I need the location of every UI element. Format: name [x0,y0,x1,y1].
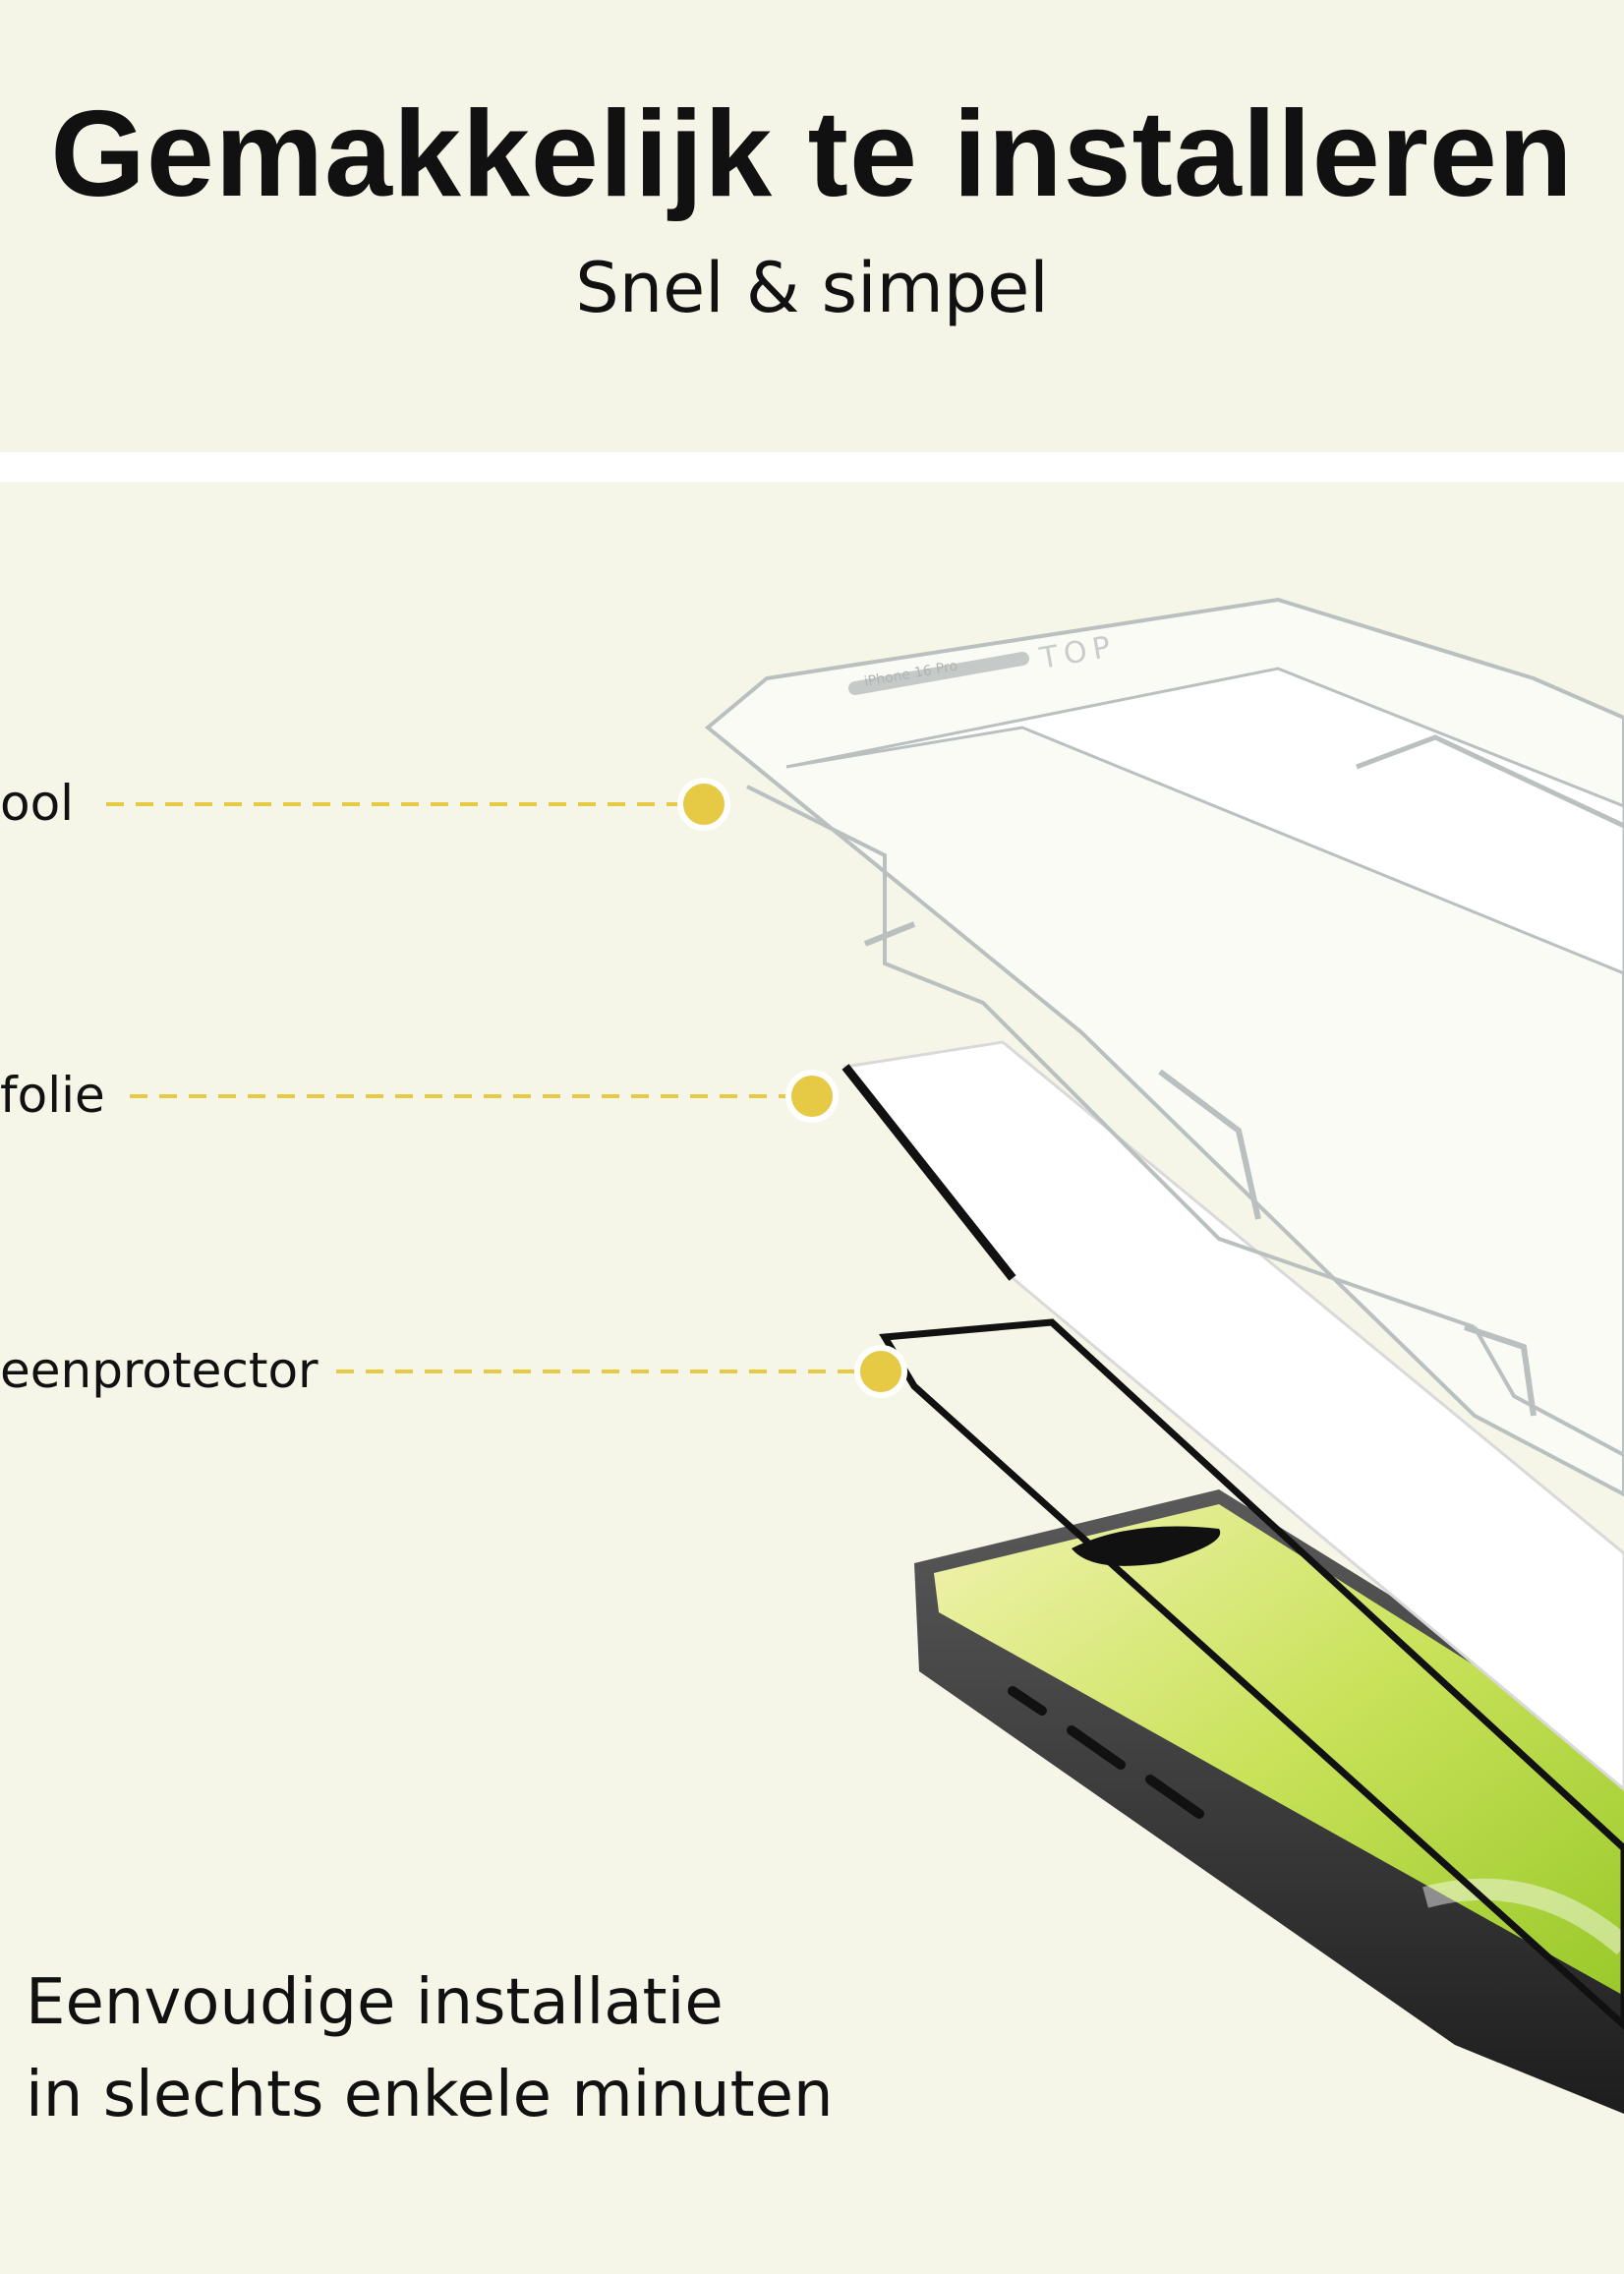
callout-label-film: folie [0,1067,105,1124]
install-tool-image: TOP iPhone 16 Pro [704,597,1624,1497]
footer-caption: Eenvoudige installatie in slechts enkele… [26,1956,834,2141]
callout-dot-protector [854,1345,907,1398]
callout-label-protector: eenprotector [0,1342,319,1399]
callout-label-tool: ool [0,775,75,832]
dust-film-image [841,1040,1624,1791]
callout-dot-tool [677,778,730,831]
page-title: Gemakkelijk te installeren [50,87,1574,222]
screenprotector-image [879,1318,1624,2030]
footer-line-2: in slechts enkele minuten [26,2059,834,2131]
section-divider [0,452,1624,482]
page-subtitle: Snel & simpel [575,248,1049,328]
header-band [0,0,1624,452]
callout-dot-film [785,1070,839,1123]
footer-line-1: Eenvoudige installatie [26,1966,724,2039]
